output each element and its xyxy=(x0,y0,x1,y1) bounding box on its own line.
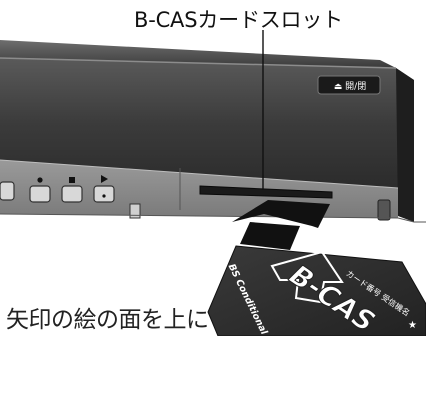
orientation-instruction: 矢印の絵の面を上に xyxy=(6,307,209,333)
recorder-top-surface xyxy=(0,40,396,68)
stop-icon xyxy=(69,177,75,183)
recorder-illustration xyxy=(0,30,426,336)
right-latch xyxy=(377,199,391,221)
play-sensor-dot xyxy=(102,194,106,198)
play-icon xyxy=(101,175,108,183)
recorder-right-bevel xyxy=(396,68,414,222)
play-button[interactable] xyxy=(93,185,115,203)
card-star-icon: ★ xyxy=(408,320,417,331)
recorder-front-face xyxy=(0,58,414,190)
recorder-edge-highlight xyxy=(0,57,397,69)
bcas-card-slot xyxy=(199,185,333,199)
panel-border-line xyxy=(0,159,399,189)
insert-arrow-stem xyxy=(240,222,300,250)
stop-button[interactable] xyxy=(61,185,83,203)
record-button[interactable] xyxy=(29,185,51,203)
left-partial-button[interactable] xyxy=(0,181,15,201)
card-arrow-outline xyxy=(270,250,344,304)
record-icon xyxy=(37,177,43,183)
insert-arrow xyxy=(232,200,330,228)
floor-line xyxy=(0,213,426,223)
diagram-stage: B-CASカードスロット 矢印の絵の面を上に ⏏ 開/閉 BS Conditio… xyxy=(0,8,426,340)
eject-button[interactable] xyxy=(317,75,381,95)
bcas-card xyxy=(207,245,426,336)
panel-tab xyxy=(129,203,141,219)
slot-callout-label: B-CASカードスロット xyxy=(134,8,343,32)
eject-button-label: ⏏ 開/閉 xyxy=(333,82,367,92)
